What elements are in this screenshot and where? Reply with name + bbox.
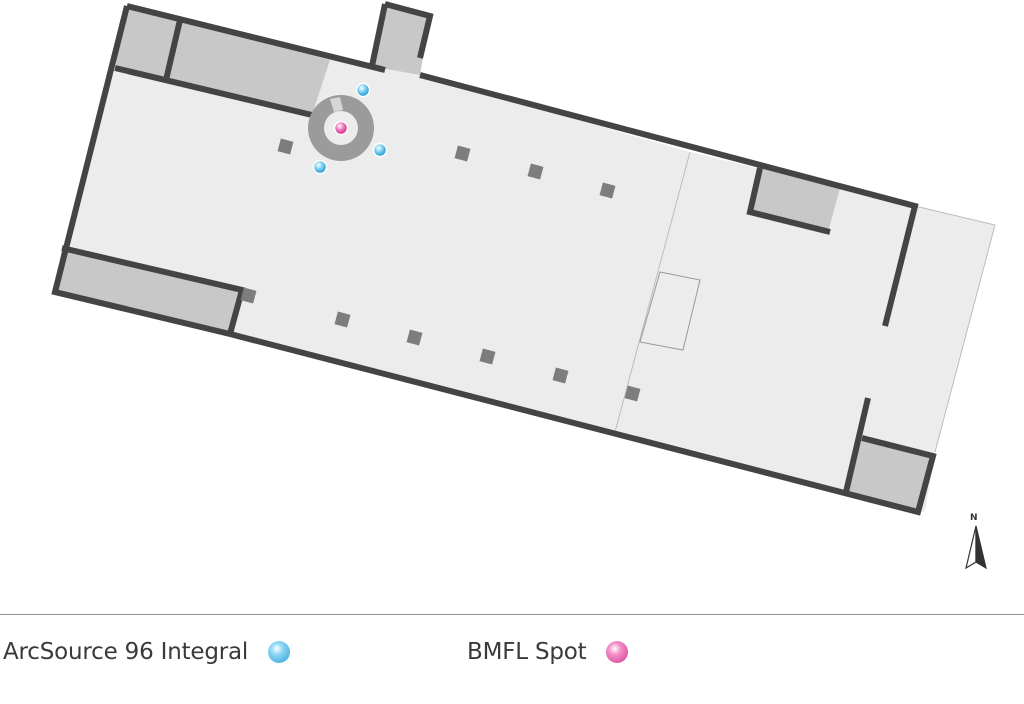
room-bottom-left [55,248,242,334]
column [599,182,616,199]
legend-item-bmfl: BMFL Spot [467,632,629,672]
column [277,138,294,155]
right-wing-floor [615,152,995,512]
columns [240,138,641,402]
room-top-tower [370,4,430,75]
legend-divider [0,614,1024,615]
floor-plan [51,1,996,570]
room-top-left-small [115,6,180,80]
room-top-left-large [166,20,330,115]
arcsource-marker-icon [268,641,291,663]
column [624,385,641,402]
walls [51,1,937,516]
arcsource-fixture [355,82,371,98]
north-label: N [970,513,978,523]
column [479,348,496,365]
floor-marking [639,271,701,351]
bmfl-fixture [333,120,349,136]
column [527,163,544,180]
legend-item-arcsource: ArcSource 96 Integral [3,632,291,672]
column [552,367,569,384]
column [240,287,257,304]
north-arrow-icon [965,525,987,570]
column [406,329,423,346]
column [454,145,471,162]
arcsource-fixture [312,159,328,175]
legend-label: ArcSource 96 Integral [3,639,249,665]
room-right-lower [846,438,933,512]
legend-label: BMFL Spot [467,639,587,665]
arcsource-fixture [372,142,388,158]
column [334,311,351,328]
bmfl-marker-icon [606,641,629,663]
